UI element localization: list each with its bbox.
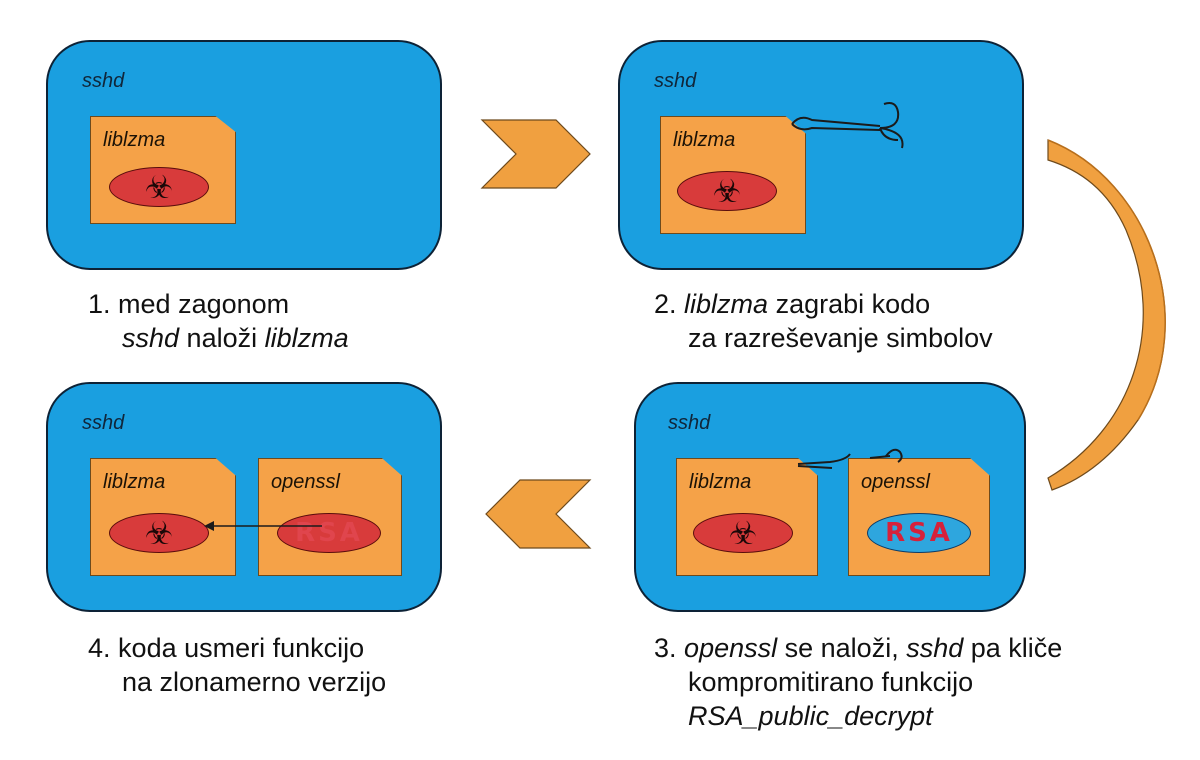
caption-text: na zlonamerno verzijo xyxy=(122,666,387,697)
file-liblzma: liblzma ☣ xyxy=(676,458,818,576)
rsa-oval-redirected: RSA xyxy=(277,513,381,553)
caption-text: koda usmeri funkcijo xyxy=(118,633,365,663)
biohazard-oval: ☣ xyxy=(677,171,777,211)
chevron-right-arrow xyxy=(480,119,591,189)
rsa-oval: RSA xyxy=(867,513,971,553)
caption-text: med zagonom xyxy=(118,289,290,319)
file-label: liblzma xyxy=(103,129,166,151)
caption-text: kompromitirano funkcijo xyxy=(688,666,974,697)
file-liblzma: liblzma ☣ xyxy=(90,116,236,224)
rsa-logo: RSA xyxy=(295,518,363,548)
caption-text: za razreševanje simbolov xyxy=(688,322,993,353)
caption-step-1: 1. med zagonom sshd naloži liblzma xyxy=(88,288,349,356)
panel-label: sshd xyxy=(82,70,125,92)
caption-text: se naloži, xyxy=(777,633,907,663)
step-number: 2. xyxy=(654,289,677,319)
caption-step-4: 4. koda usmeri funkcijo na zlonamerno ve… xyxy=(88,632,386,700)
biohazard-icon: ☣ xyxy=(712,173,742,209)
file-label: liblzma xyxy=(673,129,736,151)
caption-text: zagrabi kodo xyxy=(768,289,931,319)
panel-step-2: sshd liblzma ☣ xyxy=(618,40,1024,270)
panel-label: sshd xyxy=(82,412,125,434)
panel-label: sshd xyxy=(668,412,711,434)
file-liblzma: liblzma ☣ xyxy=(90,458,236,576)
biohazard-icon: ☣ xyxy=(728,515,758,551)
file-label: openssl xyxy=(861,471,930,493)
curved-ribbon-arrow xyxy=(1047,139,1166,491)
file-openssl: openssl RSA xyxy=(848,458,990,576)
step-number: 1. xyxy=(88,289,111,319)
rsa-logo: RSA xyxy=(885,518,953,548)
caption-text: sshd xyxy=(122,322,180,353)
biohazard-icon: ☣ xyxy=(144,515,174,551)
file-label: liblzma xyxy=(103,471,166,493)
caption-text: RSA_public_decrypt xyxy=(688,700,933,731)
step-number: 3. xyxy=(654,633,677,663)
caption-step-3: 3. openssl se naloži, sshd pa kliče komp… xyxy=(654,632,1062,733)
caption-text: pa kliče xyxy=(963,633,1063,663)
hook-icon xyxy=(797,448,903,469)
panel-label: sshd xyxy=(654,70,697,92)
biohazard-oval: ☣ xyxy=(693,513,793,553)
caption-text: openssl xyxy=(684,633,778,663)
file-label: openssl xyxy=(271,471,340,493)
step-number: 4. xyxy=(88,633,111,663)
biohazard-oval: ☣ xyxy=(109,513,209,553)
hook-icon xyxy=(791,102,904,149)
panel-step-1: sshd liblzma ☣ xyxy=(46,40,442,270)
biohazard-oval: ☣ xyxy=(109,167,209,207)
panel-step-3: sshd liblzma ☣ openssl RSA xyxy=(634,382,1026,612)
biohazard-icon: ☣ xyxy=(144,169,174,205)
panel-step-4: sshd liblzma ☣ openssl RSA xyxy=(46,382,442,612)
file-label: liblzma xyxy=(689,471,752,493)
caption-text: liblzma xyxy=(684,289,769,319)
caption-text: naloži xyxy=(179,322,265,353)
caption-text: sshd xyxy=(906,633,964,663)
chevron-left-arrow xyxy=(485,479,592,549)
file-liblzma: liblzma ☣ xyxy=(660,116,806,234)
file-openssl: openssl RSA xyxy=(258,458,402,576)
caption-text: liblzma xyxy=(264,322,349,353)
caption-step-2: 2. liblzma zagrabi kodo za razreševanje … xyxy=(654,288,993,356)
redirect-arrow xyxy=(204,521,322,531)
